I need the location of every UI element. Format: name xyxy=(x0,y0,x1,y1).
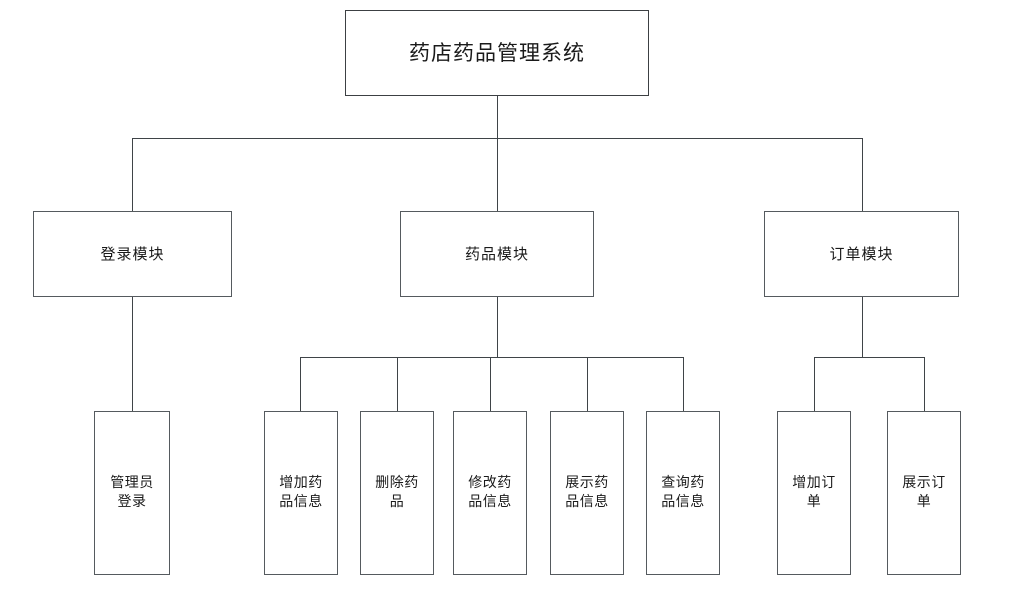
node-leaf-query-medicine-info-label: 查询药 品信息 xyxy=(661,475,705,510)
edge-order-bus-to-display xyxy=(924,357,925,411)
node-leaf-edit-medicine-info[interactable]: 修改药 品信息 xyxy=(453,411,527,575)
edge-medicine-bus-to-display xyxy=(587,357,588,411)
edge-login-to-admin-login xyxy=(132,297,133,411)
node-leaf-delete-medicine-label: 删除药 品 xyxy=(375,475,419,510)
node-root-label: 药店药品管理系统 xyxy=(409,40,585,65)
edge-medicine-bus-to-edit xyxy=(490,357,491,411)
node-module-login[interactable]: 登录模块 xyxy=(33,211,232,297)
node-leaf-admin-login[interactable]: 管理员 登录 xyxy=(94,411,170,575)
edge-bus-to-medicine xyxy=(497,138,498,211)
node-module-login-label: 登录模块 xyxy=(100,244,165,263)
node-leaf-add-order[interactable]: 增加订 单 xyxy=(777,411,851,575)
edge-medicine-bus xyxy=(300,357,684,358)
edge-order-bus-to-add xyxy=(814,357,815,411)
edge-bus-to-login xyxy=(132,138,133,211)
node-module-order[interactable]: 订单模块 xyxy=(764,211,959,297)
edge-medicine-bus-to-add xyxy=(300,357,301,411)
node-leaf-display-medicine-info[interactable]: 展示药 品信息 xyxy=(550,411,624,575)
edge-medicine-bus-to-delete xyxy=(397,357,398,411)
node-leaf-add-medicine-info-label: 增加药 品信息 xyxy=(279,475,323,510)
edge-bus-to-order xyxy=(862,138,863,211)
node-leaf-edit-medicine-info-label: 修改药 品信息 xyxy=(468,475,512,510)
node-leaf-admin-login-label: 管理员 登录 xyxy=(110,475,154,510)
node-leaf-display-order[interactable]: 展示订 单 xyxy=(887,411,961,575)
edge-medicine-stem xyxy=(497,297,498,357)
node-leaf-add-medicine-info[interactable]: 增加药 品信息 xyxy=(264,411,338,575)
edge-medicine-bus-to-query xyxy=(683,357,684,411)
node-leaf-query-medicine-info[interactable]: 查询药 品信息 xyxy=(646,411,720,575)
node-leaf-display-order-label: 展示订 单 xyxy=(902,475,946,510)
node-leaf-add-order-label: 增加订 单 xyxy=(792,475,836,510)
edge-order-bus xyxy=(814,357,925,358)
node-root-system[interactable]: 药店药品管理系统 xyxy=(345,10,649,96)
edge-root-stem xyxy=(497,96,498,139)
node-leaf-display-medicine-info-label: 展示药 品信息 xyxy=(565,475,609,510)
node-module-medicine-label: 药品模块 xyxy=(464,244,529,263)
node-module-medicine[interactable]: 药品模块 xyxy=(400,211,594,297)
node-module-order-label: 订单模块 xyxy=(829,244,894,263)
node-leaf-delete-medicine[interactable]: 删除药 品 xyxy=(360,411,434,575)
edge-order-stem xyxy=(862,297,863,357)
